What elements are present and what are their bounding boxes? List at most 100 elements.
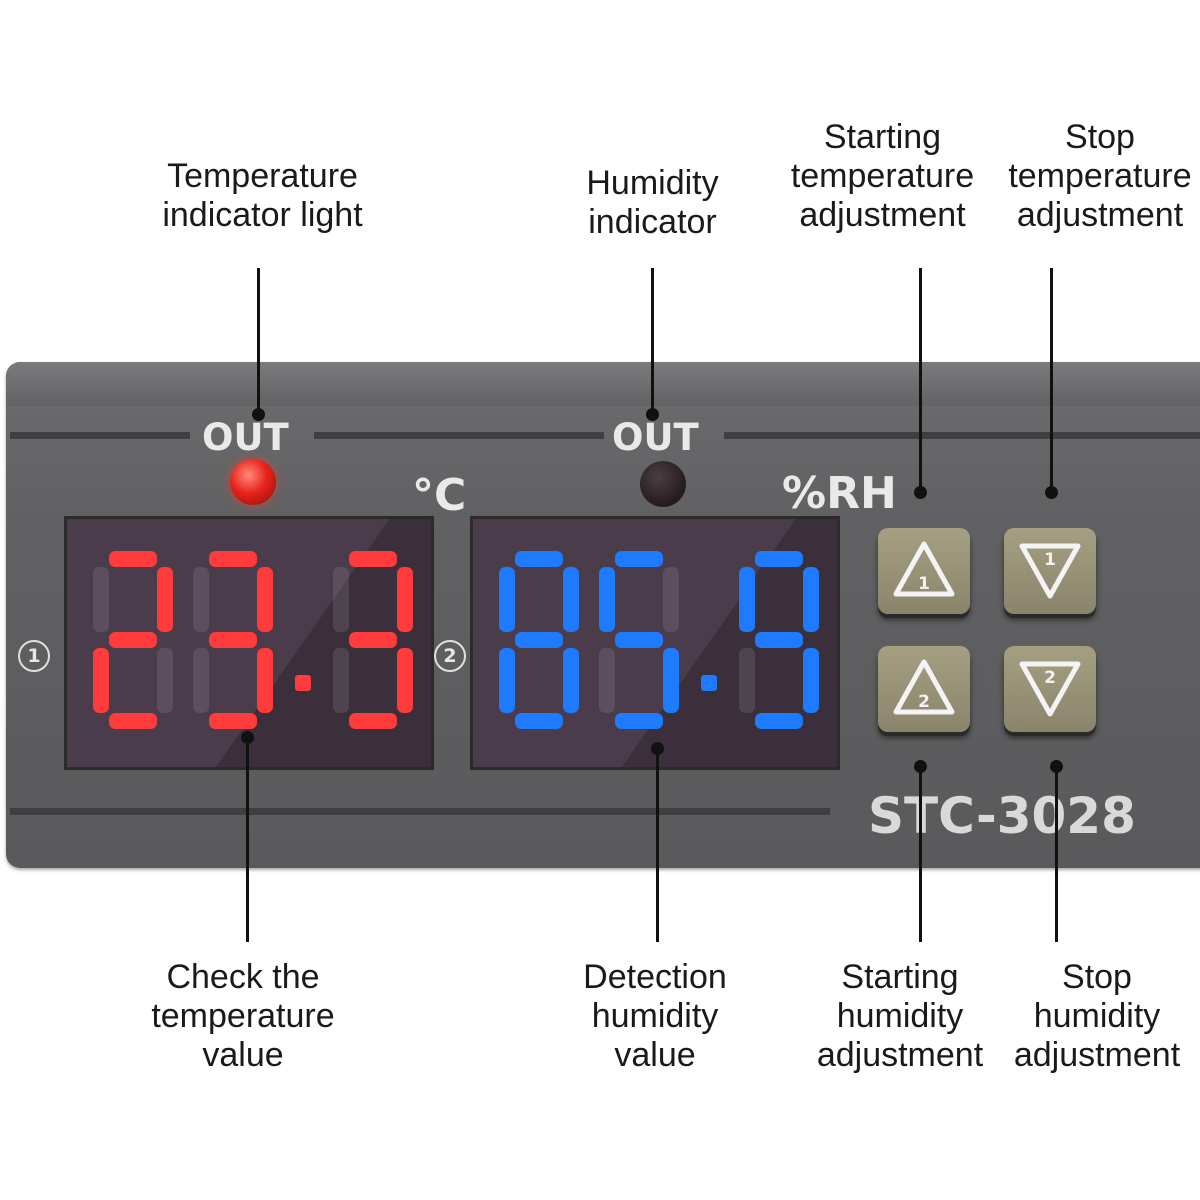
- segment-e: [193, 648, 209, 713]
- callout-detection-humidity-value: Detection humidity value: [565, 958, 745, 1075]
- segment-g: [209, 632, 257, 648]
- start-temperature-button[interactable]: 1: [878, 528, 970, 614]
- callout-line: Detection: [583, 958, 727, 996]
- callout-line: adjustment: [1013, 1036, 1181, 1074]
- leader-line-detect-humidity: [656, 748, 659, 942]
- segment-d: [515, 713, 563, 729]
- panel-groove-top-right: [724, 432, 1200, 439]
- segment-b: [563, 567, 579, 632]
- segment-f: [599, 567, 615, 632]
- callout-humidity-indicator: Humidity indicator: [560, 164, 745, 242]
- segment-e: [599, 648, 615, 713]
- callout-line: adjustment: [1016, 196, 1184, 234]
- segment-f: [739, 567, 755, 632]
- callout-starting-humidity-adjustment: Starting humidity adjustment: [805, 958, 995, 1075]
- callout-line: value: [202, 1036, 284, 1074]
- segment-e: [333, 648, 349, 713]
- callout-line: adjustment: [799, 196, 966, 234]
- leader-dot: [252, 408, 265, 421]
- segment-a: [209, 551, 257, 567]
- triangle-up-icon: [893, 659, 955, 715]
- segment-g: [349, 632, 397, 648]
- segment-d: [209, 713, 257, 729]
- segment-a: [755, 551, 803, 567]
- segment-a: [615, 551, 663, 567]
- callout-line: Starting: [841, 958, 959, 996]
- segment-f: [499, 567, 515, 632]
- callout-line: Temperature: [167, 157, 358, 195]
- leader-line-humidity-indicator: [651, 268, 654, 414]
- segment-c: [157, 648, 173, 713]
- model-number: STC-3028: [868, 787, 1136, 845]
- thermostat-controller-panel: OUT OUT °C %RH 1 2 1 1 2 2 STC-3028: [6, 362, 1200, 868]
- temperature-seven-segment: [93, 551, 413, 729]
- channel-2-marker: 2: [434, 640, 466, 672]
- leader-dot: [646, 408, 659, 421]
- callout-line: temperature: [790, 157, 975, 195]
- triangle-down-icon: [1019, 543, 1081, 599]
- segment-g: [615, 632, 663, 648]
- panel-groove-top-middle: [314, 432, 604, 439]
- callout-line: Stop: [1065, 118, 1135, 156]
- callout-check-temperature-value: Check the temperature value: [128, 958, 358, 1075]
- callout-temperature-indicator-light: Temperature indicator light: [140, 157, 385, 235]
- segment-c: [803, 648, 819, 713]
- start-humidity-button[interactable]: 2: [878, 646, 970, 732]
- segment-b: [803, 567, 819, 632]
- triangle-down-icon: [1019, 661, 1081, 717]
- segment-e: [93, 648, 109, 713]
- callout-stop-humidity-adjustment: Stop humidity adjustment: [1002, 958, 1192, 1075]
- decimal-point: [701, 675, 717, 691]
- callout-line: Stop: [1062, 958, 1132, 996]
- callout-line: Starting: [823, 118, 942, 156]
- button-number: 1: [918, 574, 930, 594]
- callout-line: value: [614, 1036, 696, 1074]
- out-label-temperature: OUT: [202, 416, 289, 459]
- callout-line: humidity: [836, 997, 964, 1035]
- panel-groove-bottom: [10, 808, 830, 815]
- segment-d: [349, 713, 397, 729]
- callout-line: humidity: [1033, 997, 1161, 1035]
- humidity-output-led: [640, 461, 686, 507]
- callout-line: adjustment: [816, 1036, 984, 1074]
- stop-humidity-button[interactable]: 2: [1004, 646, 1096, 732]
- button-number: 2: [1044, 668, 1056, 688]
- panel-top-edge: [6, 362, 1200, 406]
- celsius-unit-label: °C: [412, 470, 467, 521]
- leader-line-stop-humidity: [1055, 766, 1058, 942]
- segment-c: [663, 648, 679, 713]
- callout-line: temperature: [151, 997, 335, 1035]
- triangle-up-icon: [893, 541, 955, 597]
- callout-line: humidity: [591, 997, 719, 1035]
- humidity-display: [470, 516, 840, 770]
- segment-f: [333, 567, 349, 632]
- leader-line-start-humidity: [919, 766, 922, 942]
- stop-temperature-button[interactable]: 1: [1004, 528, 1096, 614]
- segment-e: [739, 648, 755, 713]
- segment-g: [515, 632, 563, 648]
- callout-line: Humidity: [586, 164, 719, 202]
- callout-line: Check the: [166, 958, 320, 996]
- relative-humidity-unit-label: %RH: [782, 468, 897, 519]
- segment-a: [109, 551, 157, 567]
- segment-c: [257, 648, 273, 713]
- segment-b: [397, 567, 413, 632]
- segment-d: [109, 713, 157, 729]
- callout-starting-temperature-adjustment: Starting temperature adjustment: [780, 118, 985, 235]
- callout-line: indicator: [588, 203, 717, 241]
- callout-stop-temperature-adjustment: Stop temperature adjustment: [1000, 118, 1200, 235]
- segment-g: [755, 632, 803, 648]
- channel-1-marker: 1: [18, 640, 50, 672]
- segment-g: [109, 632, 157, 648]
- leader-line-start-temp: [919, 268, 922, 492]
- button-number: 2: [918, 692, 930, 712]
- segment-c: [397, 648, 413, 713]
- leader-line-stop-temp: [1050, 268, 1053, 492]
- humidity-seven-segment: [499, 551, 819, 729]
- leader-line-temp-indicator: [257, 268, 260, 414]
- segment-d: [755, 713, 803, 729]
- segment-f: [193, 567, 209, 632]
- segment-b: [663, 567, 679, 632]
- callout-line: indicator light: [162, 196, 363, 234]
- callout-line: temperature: [1008, 157, 1192, 195]
